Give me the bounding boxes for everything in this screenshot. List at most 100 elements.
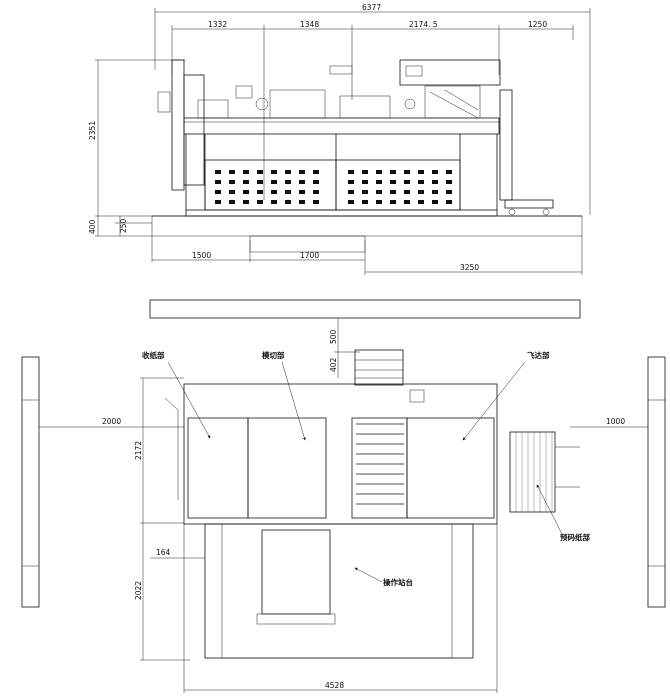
dim-left-clearance: 2000 bbox=[102, 417, 121, 426]
vent-slot bbox=[446, 190, 452, 194]
dim-platform-depth: 2022 bbox=[134, 581, 143, 600]
vent-slot bbox=[243, 200, 249, 204]
vent-slot bbox=[271, 200, 277, 204]
vent-slot bbox=[348, 190, 354, 194]
vent-slot bbox=[404, 200, 410, 204]
top-wall-outline bbox=[149, 299, 581, 319]
vent-slot bbox=[376, 190, 382, 194]
vent-slot bbox=[313, 170, 319, 174]
vent-slot bbox=[432, 190, 438, 194]
dim-overall-width: 6377 bbox=[362, 3, 381, 12]
vent-slot bbox=[299, 170, 305, 174]
label-pre-stack: 预码纸部 bbox=[560, 532, 590, 542]
vent-slot bbox=[299, 180, 305, 184]
top-view: 500 402 2172 2022 164 2000 1000 bbox=[21, 299, 666, 693]
dim-seg-4: 1250 bbox=[528, 20, 547, 29]
front-overall-width-dimension: 6377 bbox=[154, 3, 591, 215]
vent-slot bbox=[418, 200, 424, 204]
vent-slot bbox=[446, 180, 452, 184]
label-die-cutting: 模切部 bbox=[262, 350, 285, 360]
machine-plan-body: 4528 bbox=[164, 349, 580, 693]
vent-slot bbox=[362, 170, 368, 174]
vent-slot bbox=[243, 180, 249, 184]
vent-slot bbox=[376, 170, 382, 174]
vent-slot bbox=[362, 180, 368, 184]
vent-slot bbox=[362, 200, 368, 204]
vent-slot bbox=[313, 200, 319, 204]
vent-slot bbox=[271, 170, 277, 174]
vent-slot bbox=[404, 170, 410, 174]
vent-slot bbox=[348, 200, 354, 204]
dim-pit-2: 1700 bbox=[300, 251, 319, 260]
vent-slot bbox=[215, 170, 221, 174]
vent-slot bbox=[243, 170, 249, 174]
vent-slot bbox=[299, 190, 305, 194]
vent-slot bbox=[362, 190, 368, 194]
front-height-dimensions: 2351 400 250 bbox=[88, 59, 185, 237]
clearance-dimensions: 2000 1000 bbox=[39, 417, 648, 428]
dim-right-clearance: 1000 bbox=[606, 417, 625, 426]
vent-slot bbox=[313, 190, 319, 194]
vent-grid bbox=[215, 170, 452, 204]
dim-pit-3: 3250 bbox=[460, 263, 479, 272]
front-view: 6377 1332 1348 2174. 5 1250 2351 400 250 bbox=[88, 3, 591, 275]
vent-slot bbox=[243, 190, 249, 194]
vent-slot bbox=[446, 170, 452, 174]
vent-slot bbox=[257, 200, 263, 204]
dim-seg-2: 1348 bbox=[300, 20, 319, 29]
vent-slot bbox=[215, 200, 221, 204]
vent-slot bbox=[215, 190, 221, 194]
vent-slot bbox=[390, 190, 396, 194]
dim-body-depth: 2172 bbox=[134, 441, 143, 460]
vent-slot bbox=[404, 190, 410, 194]
vent-slot bbox=[271, 180, 277, 184]
vent-slot bbox=[432, 170, 438, 174]
dim-top-overall-width: 4528 bbox=[325, 681, 344, 690]
dim-offset: 164 bbox=[156, 548, 171, 557]
vent-slot bbox=[285, 200, 291, 204]
vent-slot bbox=[390, 180, 396, 184]
vent-slot bbox=[285, 190, 291, 194]
vent-slot bbox=[404, 180, 410, 184]
vent-slot bbox=[229, 180, 235, 184]
dim-seg-3: 2174. 5 bbox=[409, 20, 438, 29]
die-cutting-blades bbox=[356, 423, 404, 505]
front-pit-dimensions: 1500 1700 3250 bbox=[151, 236, 583, 275]
dim-gap-top: 500 bbox=[329, 329, 338, 344]
vent-slot bbox=[229, 200, 235, 204]
dim-base-height: 250 bbox=[119, 218, 128, 233]
vent-slot bbox=[390, 170, 396, 174]
vent-slot bbox=[418, 190, 424, 194]
side-walls bbox=[21, 356, 666, 608]
vent-slot bbox=[376, 200, 382, 204]
vent-slot bbox=[229, 170, 235, 174]
vent-slot bbox=[348, 170, 354, 174]
floor-foundation bbox=[151, 215, 583, 253]
dim-height: 2351 bbox=[88, 121, 97, 140]
vent-slot bbox=[418, 180, 424, 184]
vent-slot bbox=[285, 180, 291, 184]
vent-slot bbox=[348, 180, 354, 184]
vent-slot bbox=[271, 190, 277, 194]
vent-slot bbox=[390, 200, 396, 204]
dim-platform-height: 400 bbox=[88, 219, 97, 234]
vent-slot bbox=[418, 170, 424, 174]
vent-slot bbox=[257, 190, 263, 194]
vent-slot bbox=[299, 200, 305, 204]
part-labels: 收纸部 模切部 飞达部 预码纸部 操作站台 bbox=[142, 350, 590, 587]
vent-slot bbox=[432, 180, 438, 184]
vent-slot bbox=[215, 180, 221, 184]
vent-slot bbox=[432, 200, 438, 204]
vent-slot bbox=[257, 170, 263, 174]
vent-slot bbox=[285, 170, 291, 174]
label-feeder: 飞达部 bbox=[527, 350, 550, 360]
vent-slot bbox=[313, 180, 319, 184]
pre-stack-bars bbox=[515, 432, 553, 512]
vent-slot bbox=[376, 180, 382, 184]
dim-feeder-depth: 402 bbox=[329, 357, 338, 372]
vent-slot bbox=[446, 200, 452, 204]
vent-slot bbox=[257, 180, 263, 184]
machine-front-body bbox=[157, 59, 554, 217]
label-operation-platform: 操作站台 bbox=[383, 577, 413, 587]
